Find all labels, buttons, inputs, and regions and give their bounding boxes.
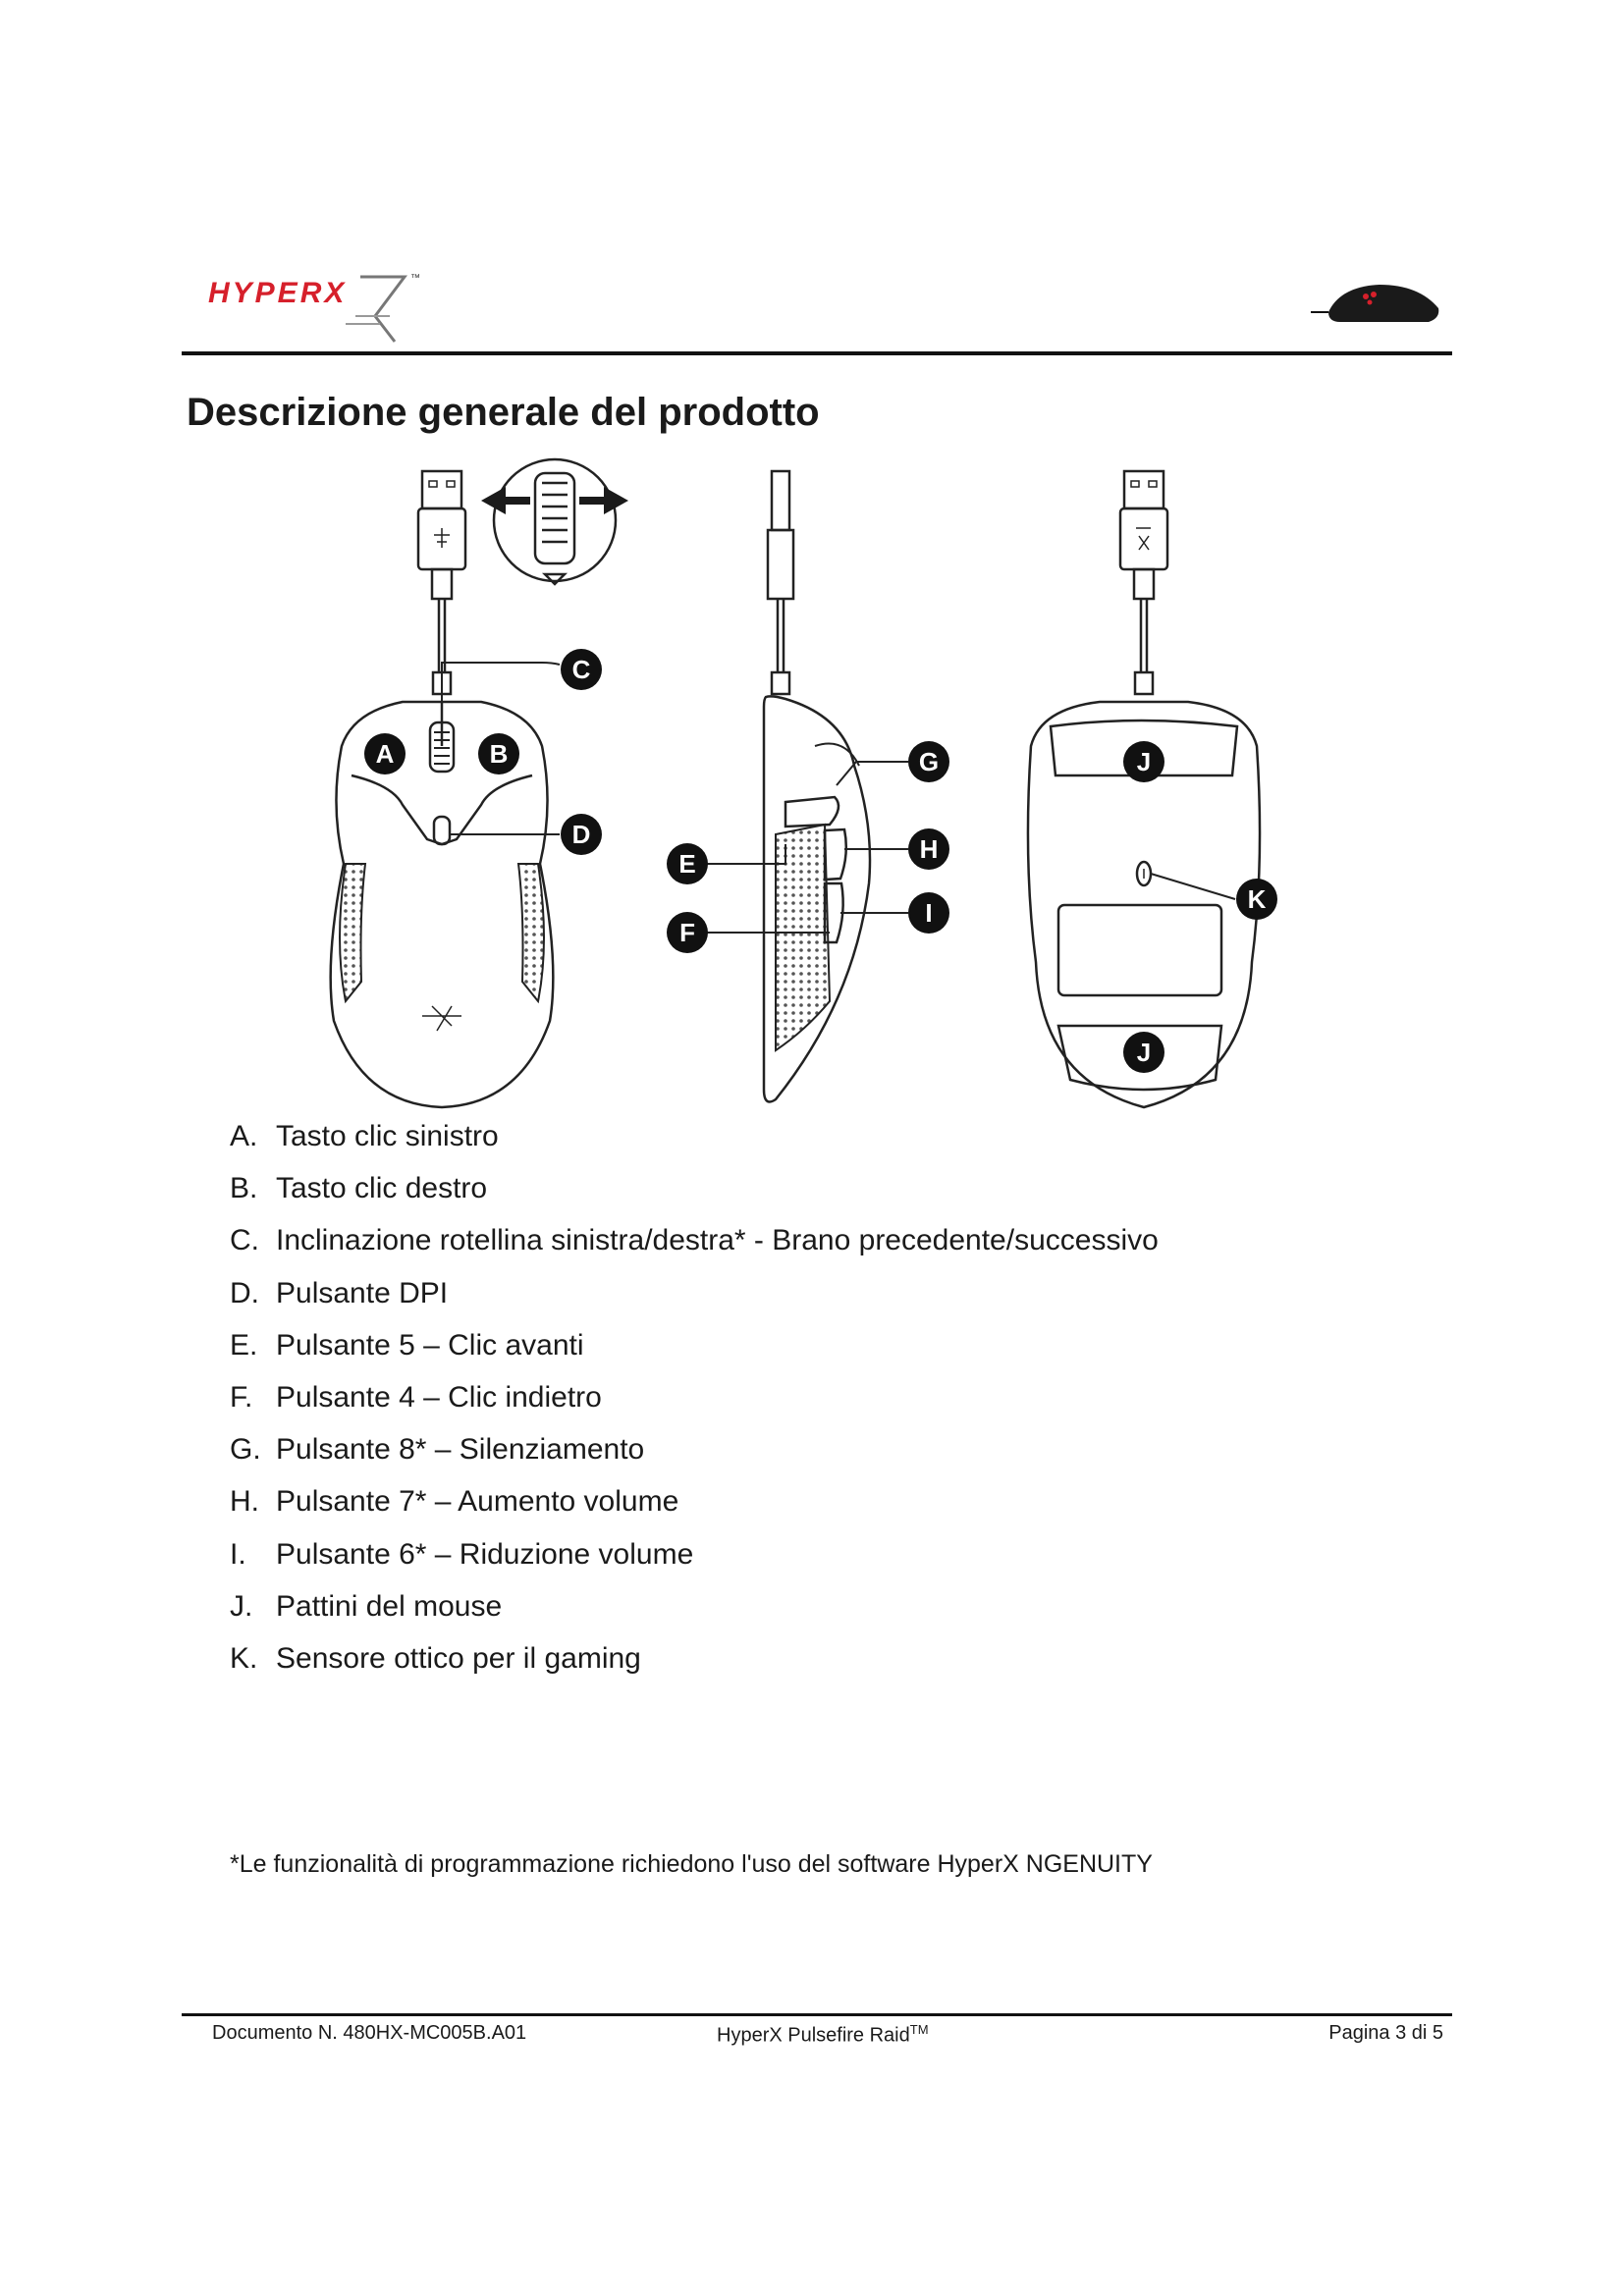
mouse-thumbnail-icon [1311, 285, 1439, 322]
feature-text: Pattini del mouse [276, 1589, 503, 1623]
footer-product-name: HyperX Pulsefire RaidTM [717, 2022, 929, 2048]
feature-text: Pulsante 4 – Clic indietro [276, 1380, 602, 1414]
feature-text: Tasto clic destro [276, 1172, 488, 1205]
callout-j-bottom: J [1123, 1032, 1164, 1073]
page-title: Descrizione generale del prodotto [187, 391, 820, 434]
callout-a: A [364, 733, 406, 774]
scroll-tilt-detail [492, 457, 618, 586]
svg-text:K: K [1248, 884, 1267, 914]
footer-document-number: Documento N. 480HX-MC005B.A01 [212, 2022, 527, 2044]
feature-letter: D. [230, 1276, 259, 1309]
feature-list: A. Tasto clic sinistro B. Tasto clic destr… [230, 1117, 1506, 1691]
feature-letter: H. [230, 1485, 259, 1519]
callout-leaders [441, 662, 1236, 934]
callout-j-top: J [1123, 741, 1164, 782]
feature-item-i: I. Pulsante 6* – Riduzione volume [230, 1535, 1506, 1587]
arrow-left-icon [481, 487, 530, 514]
feature-item-f: F. Pulsante 4 – Clic indietro [230, 1378, 1506, 1430]
svg-text:E: E [678, 849, 695, 879]
feature-item-a: A. Tasto clic sinistro [230, 1117, 1506, 1169]
callout-g: G [908, 741, 949, 782]
feature-letter: J. [230, 1589, 253, 1623]
feature-text: Pulsante 6* – Riduzione volume [276, 1537, 694, 1571]
feature-item-b: B. Tasto clic destro [230, 1169, 1506, 1221]
feature-item-k: K. Sensore ottico per il gaming [230, 1639, 1506, 1691]
svg-text:G: G [919, 747, 939, 776]
svg-text:J: J [1137, 747, 1151, 776]
feature-item-g: G. Pulsante 8* – Silenziamento [230, 1430, 1506, 1482]
feature-letter: F. [230, 1380, 253, 1414]
feature-item-c: C. Inclinazione rotellina sinistra/destra… [230, 1221, 1506, 1273]
footnote: *Le funzionalità di programmazione richi… [230, 1850, 1153, 1878]
footer-page-number: Pagina 3 di 5 [1328, 2022, 1443, 2044]
svg-text:C: C [572, 655, 591, 684]
svg-text:H: H [920, 834, 939, 864]
feature-letter: A. [230, 1120, 258, 1152]
feature-text: Inclinazione rotellina sinistra/destra* … [276, 1224, 1159, 1257]
feature-item-d: D. Pulsante DPI [230, 1274, 1506, 1326]
feature-item-j: J. Pattini del mouse [230, 1587, 1506, 1639]
feature-letter: B. [230, 1172, 258, 1205]
callout-k: K [1236, 879, 1277, 920]
mouse-bottom-view [1026, 469, 1262, 1109]
svg-text:D: D [572, 820, 591, 849]
svg-text:B: B [490, 739, 509, 769]
feature-text: Pulsante 5 – Clic avanti [276, 1328, 584, 1362]
feature-letter: G. [230, 1433, 261, 1467]
feature-text: Sensore ottico per il gaming [276, 1641, 641, 1675]
feature-text: Pulsante 8* – Silenziamento [276, 1433, 645, 1467]
feature-letter: C. [230, 1224, 259, 1257]
callout-f: F [667, 912, 708, 953]
callout-e: E [667, 843, 708, 884]
feature-letter: I. [230, 1537, 246, 1571]
svg-text:I: I [925, 898, 932, 928]
callout-d: D [561, 814, 602, 855]
feature-item-h: H. Pulsante 7* – Aumento volume [230, 1482, 1506, 1534]
feature-text: Pulsante DPI [276, 1276, 449, 1309]
product-diagram: A B C D E F G H I J J K [329, 457, 1277, 1109]
callout-h: H [908, 828, 949, 870]
hyperx-logo-text: HYPERX [208, 277, 347, 309]
header-divider [182, 351, 1452, 355]
feature-item-e: E. Pulsante 5 – Clic avanti [230, 1326, 1506, 1378]
feature-text: Tasto clic sinistro [276, 1120, 499, 1152]
mouse-side-view [762, 469, 872, 1103]
feature-letter: K. [230, 1641, 258, 1675]
callout-i: I [908, 892, 949, 934]
arrow-right-icon [579, 487, 628, 514]
hyperx-logo: HYPERX ™ [208, 273, 420, 343]
svg-text:J: J [1137, 1038, 1151, 1067]
callout-c: C [561, 649, 602, 690]
footer-divider [182, 2013, 1452, 2016]
callout-b: B [478, 733, 519, 774]
logo-trademark: ™ [410, 273, 420, 284]
footer-product-label: HyperX Pulsefire Raid [717, 2024, 910, 2047]
svg-text:A: A [376, 739, 395, 769]
feature-letter: E. [230, 1328, 258, 1362]
feature-text: Pulsante 7* – Aumento volume [276, 1485, 679, 1519]
footer-product-trademark: TM [909, 2022, 929, 2037]
svg-text:F: F [679, 918, 695, 947]
